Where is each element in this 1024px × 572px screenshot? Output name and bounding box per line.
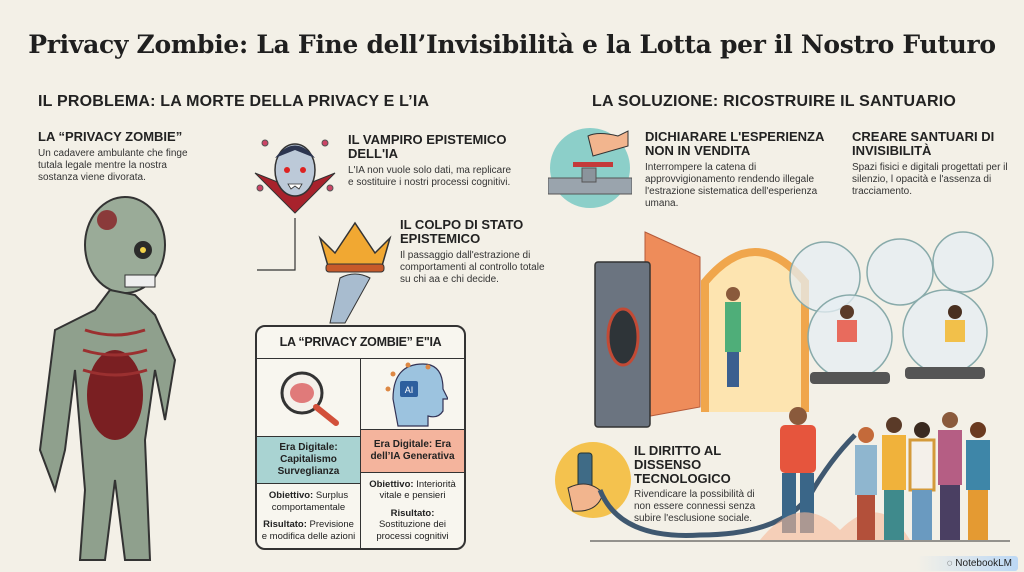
dissent-illustration bbox=[590, 407, 1010, 542]
sanctuary-desc: Spazi fisici e digitali progettati per i… bbox=[852, 162, 1008, 197]
result-cell: Risultato: Sostituzione dei processi cog… bbox=[376, 507, 449, 542]
declare-title: DICHIARARE L'ESPERIENZA NON IN VENDITA bbox=[645, 129, 824, 158]
column-generative-ai: AI Era Digitale: Era dell’IA Generativa … bbox=[361, 359, 464, 548]
notebooklm-watermark: ◌ NotebookLM bbox=[916, 556, 1018, 571]
objective-cell: Obiettivo: Interiorità vitale e pensieri bbox=[369, 478, 456, 502]
vampire-desc: L'IA non vuole solo dati, ma replicare e… bbox=[348, 165, 512, 188]
dissent-title: IL DIRITTO AL DISSENSO TECNOLOGICO bbox=[634, 443, 731, 486]
zombie-title: LA “PRIVACY ZOMBIE” bbox=[38, 129, 183, 144]
solution-heading: LA SOLUZIONE: RICOSTRUIRE IL SANTUARIO bbox=[592, 93, 957, 110]
ai-head-icon: AI bbox=[361, 359, 464, 429]
svg-text:AI: AI bbox=[404, 385, 413, 395]
zombie-illustration bbox=[38, 196, 177, 561]
vampire-title: IL VAMPIRO EPISTEMICO DELL'IA bbox=[348, 132, 507, 161]
zombie-desc: Un cadavere ambulante che finge tutala l… bbox=[38, 148, 188, 183]
coup-desc: Il passaggio dall'estrazione di comporta… bbox=[400, 250, 545, 285]
table-title: LA “PRIVACY ZOMBIE” E"IA bbox=[257, 327, 464, 359]
brain-magnifier-icon bbox=[257, 359, 360, 436]
objective-cell: Obiettivo: Surplus comportamentale bbox=[268, 490, 349, 513]
vampire-block: IL VAMPIRO EPISTEMICO DELL'IA L'IA non v… bbox=[348, 133, 513, 189]
era-label: Era Digitale: Capitalismo Surveglianza bbox=[257, 435, 360, 484]
comparison-table: LA “PRIVACY ZOMBIE” E"IA Era Digitale: C… bbox=[255, 325, 466, 550]
page-title: Privacy Zombie: La Fine dell’Invisibilit… bbox=[28, 30, 996, 59]
zombie-block: LA “PRIVACY ZOMBIE” Un cadavere ambulant… bbox=[38, 130, 193, 184]
declare-desc: Interrompere la catena di approvvigionam… bbox=[645, 162, 818, 209]
declare-block: DICHIARARE L'ESPERIENZA NON IN VENDITA I… bbox=[645, 130, 840, 210]
era-label: Era Digitale: Era dell’IA Generativa bbox=[361, 429, 464, 473]
sanctuary-title: CREARE SANTUARI DI INVISIBILITÀ bbox=[852, 129, 995, 158]
sanctuary-block: CREARE SANTUARI DI INVISIBILITÀ Spazi fi… bbox=[852, 130, 1012, 198]
sanctuary-illustration bbox=[594, 231, 994, 428]
valve-hand-icon bbox=[548, 128, 632, 208]
dissent-desc: Rivendicare la possibilità di non essere… bbox=[634, 489, 756, 524]
column-surveillance: Era Digitale: Capitalismo Surveglianza O… bbox=[257, 359, 361, 548]
dissent-block: IL DIRITTO AL DISSENSO TECNOLOGICO Riven… bbox=[634, 444, 759, 525]
problem-heading: IL PROBLEMA: LA MORTE DELLA PRIVACY E L’… bbox=[38, 93, 430, 110]
crown-hand-icon bbox=[318, 221, 392, 324]
connector-line bbox=[257, 218, 296, 271]
plug-hand-icon bbox=[555, 442, 631, 518]
coup-title: IL COLPO DI STATO EPISTEMICO bbox=[400, 217, 524, 246]
result-cell: Risultato: Previsione e modifica delle a… bbox=[261, 519, 356, 542]
notebooklm-logo-icon: ◌ bbox=[946, 558, 956, 569]
coup-block: IL COLPO DI STATO EPISTEMICO Il passaggi… bbox=[400, 218, 550, 286]
vampire-icon bbox=[254, 139, 336, 214]
